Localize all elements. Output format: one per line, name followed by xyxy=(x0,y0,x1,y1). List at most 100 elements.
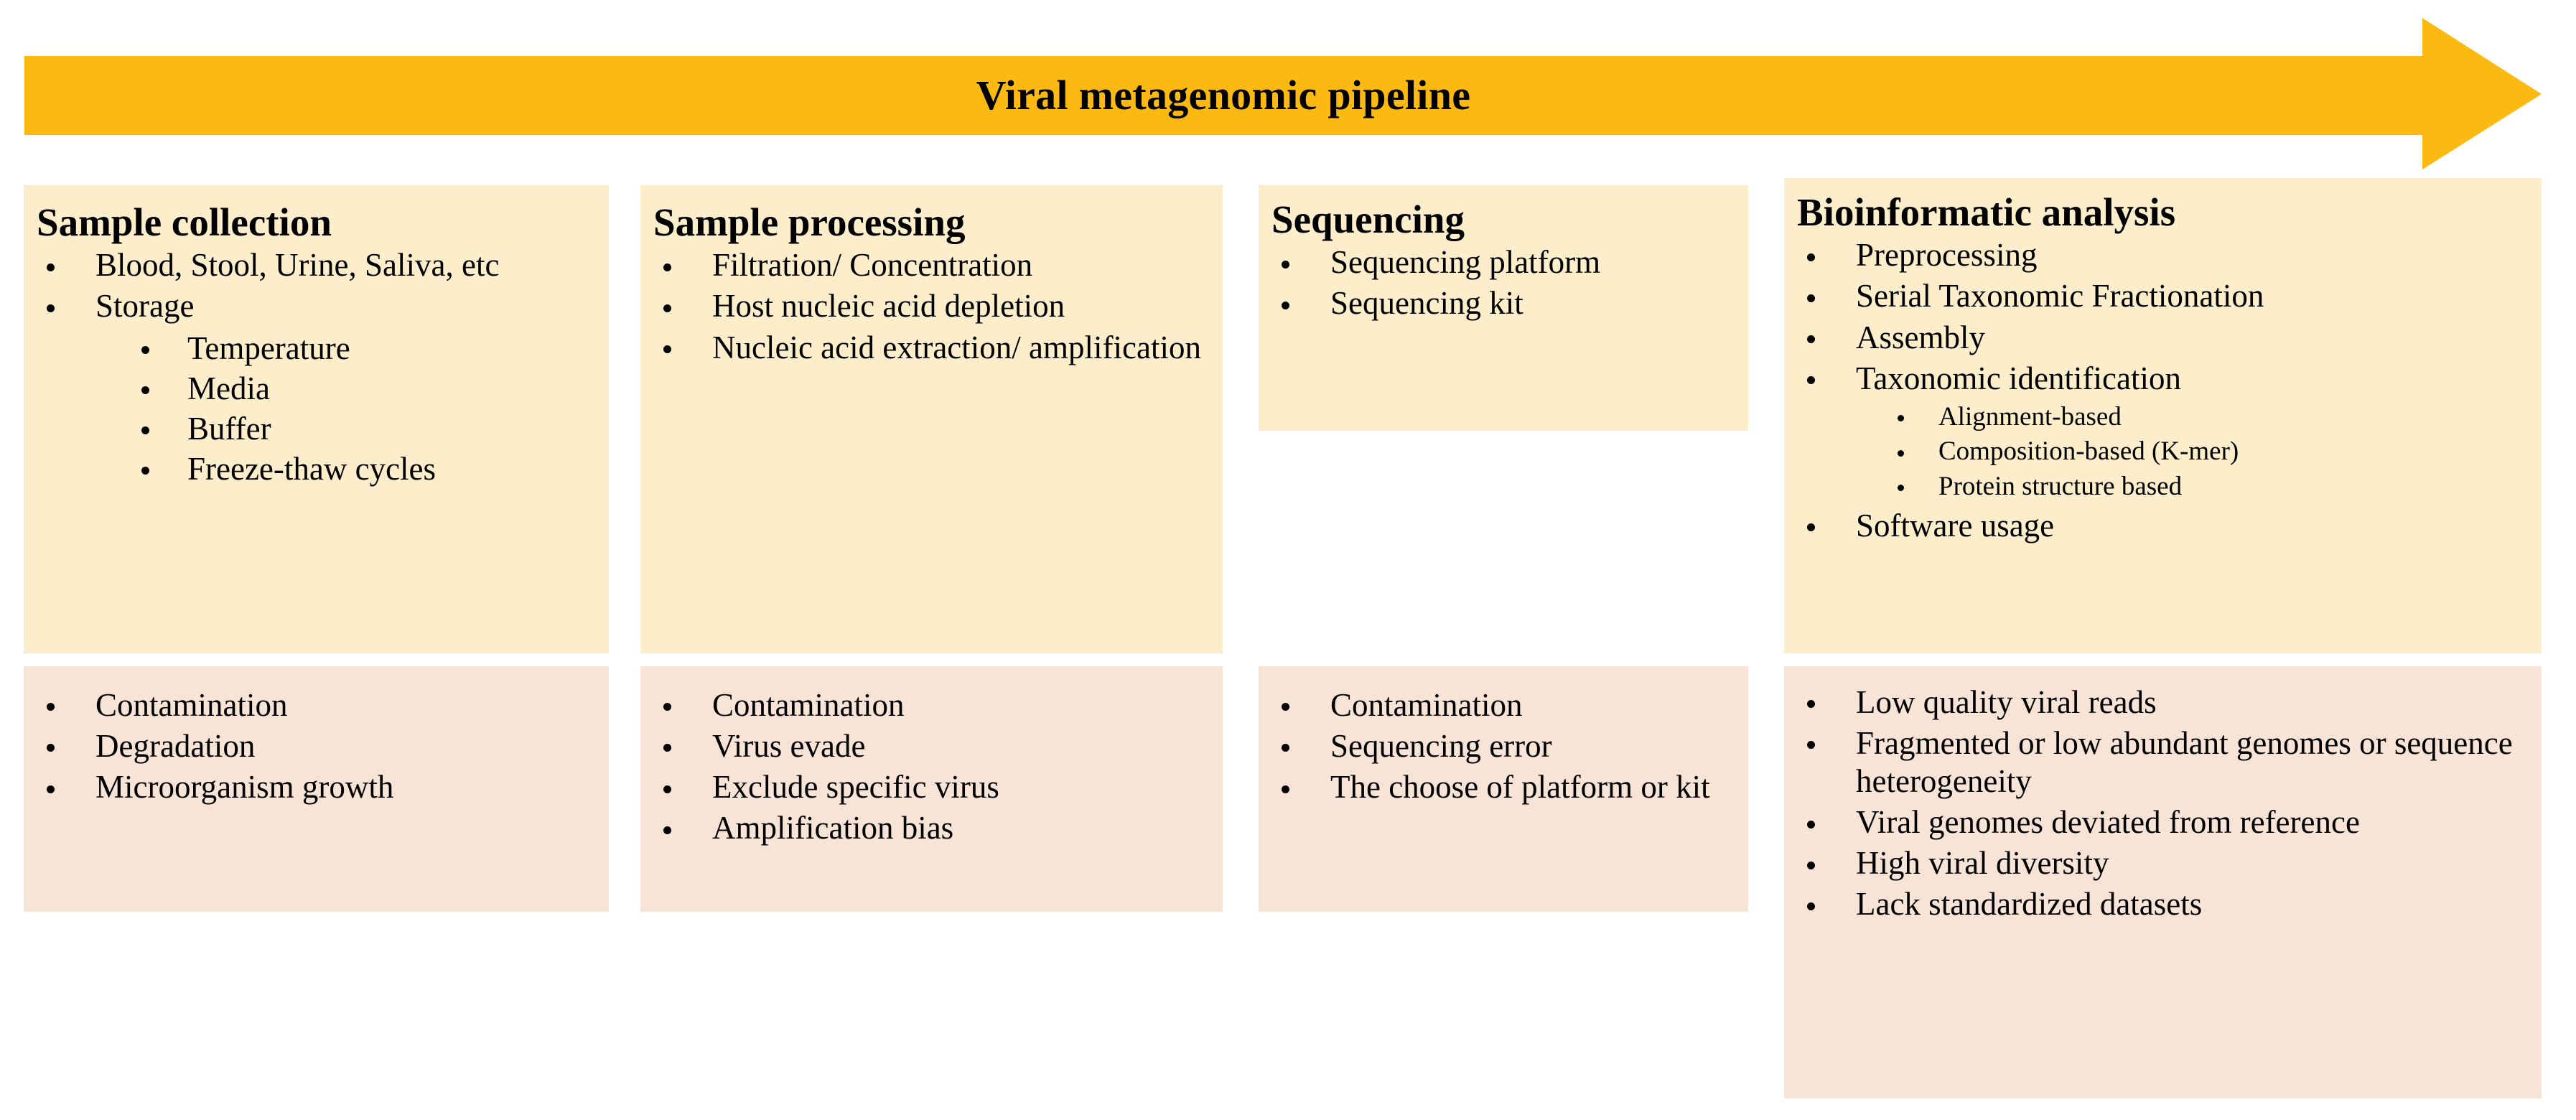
list-item: Microorganism growth xyxy=(37,768,596,806)
bullet-dot-icon xyxy=(1898,485,1904,492)
list-item-label: Buffer xyxy=(187,410,271,447)
list-item: Storage Temperature Media Buffer Freeze-… xyxy=(37,287,596,487)
bullet-dot-icon xyxy=(663,744,671,752)
challenge-list: Contamination Virus evade Exclude specif… xyxy=(653,686,1210,847)
page-title: Viral metagenomic pipeline xyxy=(976,72,1471,118)
bullet-dot-icon xyxy=(47,304,55,312)
stage-bullet-list: Filtration/ Concentration Host nucleic a… xyxy=(653,246,1210,366)
list-item-label: Lack standardized datasets xyxy=(1856,886,2203,923)
list-item: Fragmented or low abundant genomes or se… xyxy=(1797,724,2529,801)
list-item: Contamination xyxy=(653,686,1210,724)
list-item-label: Sequencing error xyxy=(1330,728,1552,765)
list-item-label: Freeze-thaw cycles xyxy=(187,450,437,487)
challenge-box-sample-processing: Contamination Virus evade Exclude specif… xyxy=(640,666,1223,912)
bullet-dot-icon xyxy=(47,785,55,793)
list-item: Amplification bias xyxy=(653,809,1210,847)
list-item: Nucleic acid extraction/ amplification xyxy=(653,329,1210,367)
bullet-dot-icon xyxy=(663,304,671,312)
list-item: Composition-based (K-mer) xyxy=(1856,435,2529,469)
list-item-label: Exclude specific virus xyxy=(712,769,999,806)
bullet-dot-icon xyxy=(141,346,149,355)
list-item-label: Software usage xyxy=(1856,507,2055,543)
bullet-dot-icon xyxy=(1807,253,1815,261)
challenge-box-bioinformatic-analysis: Low quality viral reads Fragmented or lo… xyxy=(1784,666,2542,1098)
bullet-dot-icon xyxy=(663,826,671,834)
stage-title: Bioinformatic analysis xyxy=(1797,190,2176,234)
stage-bullet-list: Sequencing platform Sequencing kit xyxy=(1271,243,1735,322)
list-item-label: Amplification bias xyxy=(712,810,954,846)
bullet-dot-icon xyxy=(47,263,55,271)
bullet-dot-icon xyxy=(1807,335,1815,343)
list-item-label: Contamination xyxy=(95,687,288,723)
list-item-label: High viral diversity xyxy=(1856,845,2109,882)
list-item: Low quality viral reads xyxy=(1797,683,2529,722)
list-item-label: Fragmented or low abundant genomes or se… xyxy=(1856,725,2513,800)
bullet-dot-icon xyxy=(47,744,55,752)
list-item-label: Media xyxy=(187,370,270,406)
list-item: High viral diversity xyxy=(1797,844,2529,882)
list-item: Freeze-thaw cycles xyxy=(95,449,596,488)
list-item: Viral genomes deviated from reference xyxy=(1797,803,2529,841)
list-item-label: Taxonomic identification xyxy=(1856,360,2181,396)
stage-bullet-list: Blood, Stool, Urine, Saliva, etc Storage… xyxy=(37,246,596,487)
list-item-label: Contamination xyxy=(1330,687,1523,723)
list-item-label: Nucleic acid extraction/ amplification xyxy=(712,329,1201,365)
list-item-label: Contamination xyxy=(712,687,905,723)
list-item: Host nucleic acid depletion xyxy=(653,287,1210,325)
bullet-dot-icon xyxy=(1807,376,1815,385)
list-item: Temperature xyxy=(95,329,596,368)
list-item-label: Virus evade xyxy=(712,728,866,765)
bullet-dot-icon xyxy=(1807,700,1815,709)
list-item: Protein structure based xyxy=(1856,470,2529,504)
list-item: Software usage xyxy=(1797,507,2529,545)
stage-title: Sample collection xyxy=(37,200,332,244)
list-item: Taxonomic identification Alignment-based… xyxy=(1797,360,2529,504)
bullet-dot-icon xyxy=(1282,703,1289,711)
bullet-dot-icon xyxy=(663,785,671,793)
list-item-label: Preprocessing xyxy=(1856,237,2038,274)
bullet-dot-icon xyxy=(1807,294,1815,302)
list-item-label: Blood, Stool, Urine, Saliva, etc xyxy=(95,247,500,284)
bullet-dot-icon xyxy=(1807,741,1815,750)
bullet-dot-icon xyxy=(1898,415,1904,422)
list-item-label: Temperature xyxy=(187,330,350,366)
stage-box-sequencing: Sequencing Sequencing platform Sequencin… xyxy=(1259,185,1748,431)
bullet-dot-icon xyxy=(663,345,671,353)
list-item-label: Host nucleic acid depletion xyxy=(712,288,1065,325)
list-item: Serial Taxonomic Fractionation xyxy=(1797,277,2529,315)
list-item: Alignment-based xyxy=(1856,401,2529,434)
list-item: Sequencing platform xyxy=(1271,243,1735,281)
list-item: Assembly xyxy=(1797,319,2529,357)
challenge-list: Low quality viral reads Fragmented or lo… xyxy=(1797,683,2529,924)
list-item: Blood, Stool, Urine, Saliva, etc xyxy=(37,246,596,284)
list-item-label: Viral genomes deviated from reference xyxy=(1856,804,2360,841)
bullet-dot-icon xyxy=(1282,260,1289,269)
challenge-box-sample-collection: Contamination Degradation Microorganism … xyxy=(24,666,609,912)
list-item: Exclude specific virus xyxy=(653,768,1210,806)
stage-box-bioinformatic-analysis: Bioinformatic analysis Preprocessing Ser… xyxy=(1784,178,2542,653)
list-item-label: Storage xyxy=(95,288,195,325)
list-item: Media xyxy=(95,369,596,408)
list-item: Degradation xyxy=(37,727,596,765)
bullet-dot-icon xyxy=(1282,744,1289,752)
list-item-label: Sequencing kit xyxy=(1330,285,1523,322)
challenge-list: Contamination Degradation Microorganism … xyxy=(37,686,596,806)
bullet-dot-icon xyxy=(141,386,149,395)
bullet-dot-icon xyxy=(1807,523,1815,531)
stage-box-sample-collection: Sample collection Blood, Stool, Urine, S… xyxy=(24,185,609,653)
list-item: Buffer xyxy=(95,409,596,448)
stage-sub-bullet-list: Alignment-based Composition-based (K-mer… xyxy=(1856,401,2529,504)
list-item-label: Low quality viral reads xyxy=(1856,684,2157,720)
challenge-box-sequencing: Contamination Sequencing error The choos… xyxy=(1259,666,1748,912)
list-item-label: Degradation xyxy=(95,728,256,765)
stage-title: Sequencing xyxy=(1271,197,1465,241)
list-item: Sequencing error xyxy=(1271,727,1735,765)
bullet-dot-icon xyxy=(47,703,55,711)
list-item: Lack standardized datasets xyxy=(1797,885,2529,923)
list-item-label: Sequencing platform xyxy=(1330,244,1601,281)
stage-title: Sample processing xyxy=(653,200,966,244)
list-item-label: Protein structure based xyxy=(1938,471,2183,501)
list-item-label: Microorganism growth xyxy=(95,769,394,806)
bullet-dot-icon xyxy=(141,467,149,475)
stage-box-sample-processing: Sample processing Filtration/ Concentrat… xyxy=(640,185,1223,653)
